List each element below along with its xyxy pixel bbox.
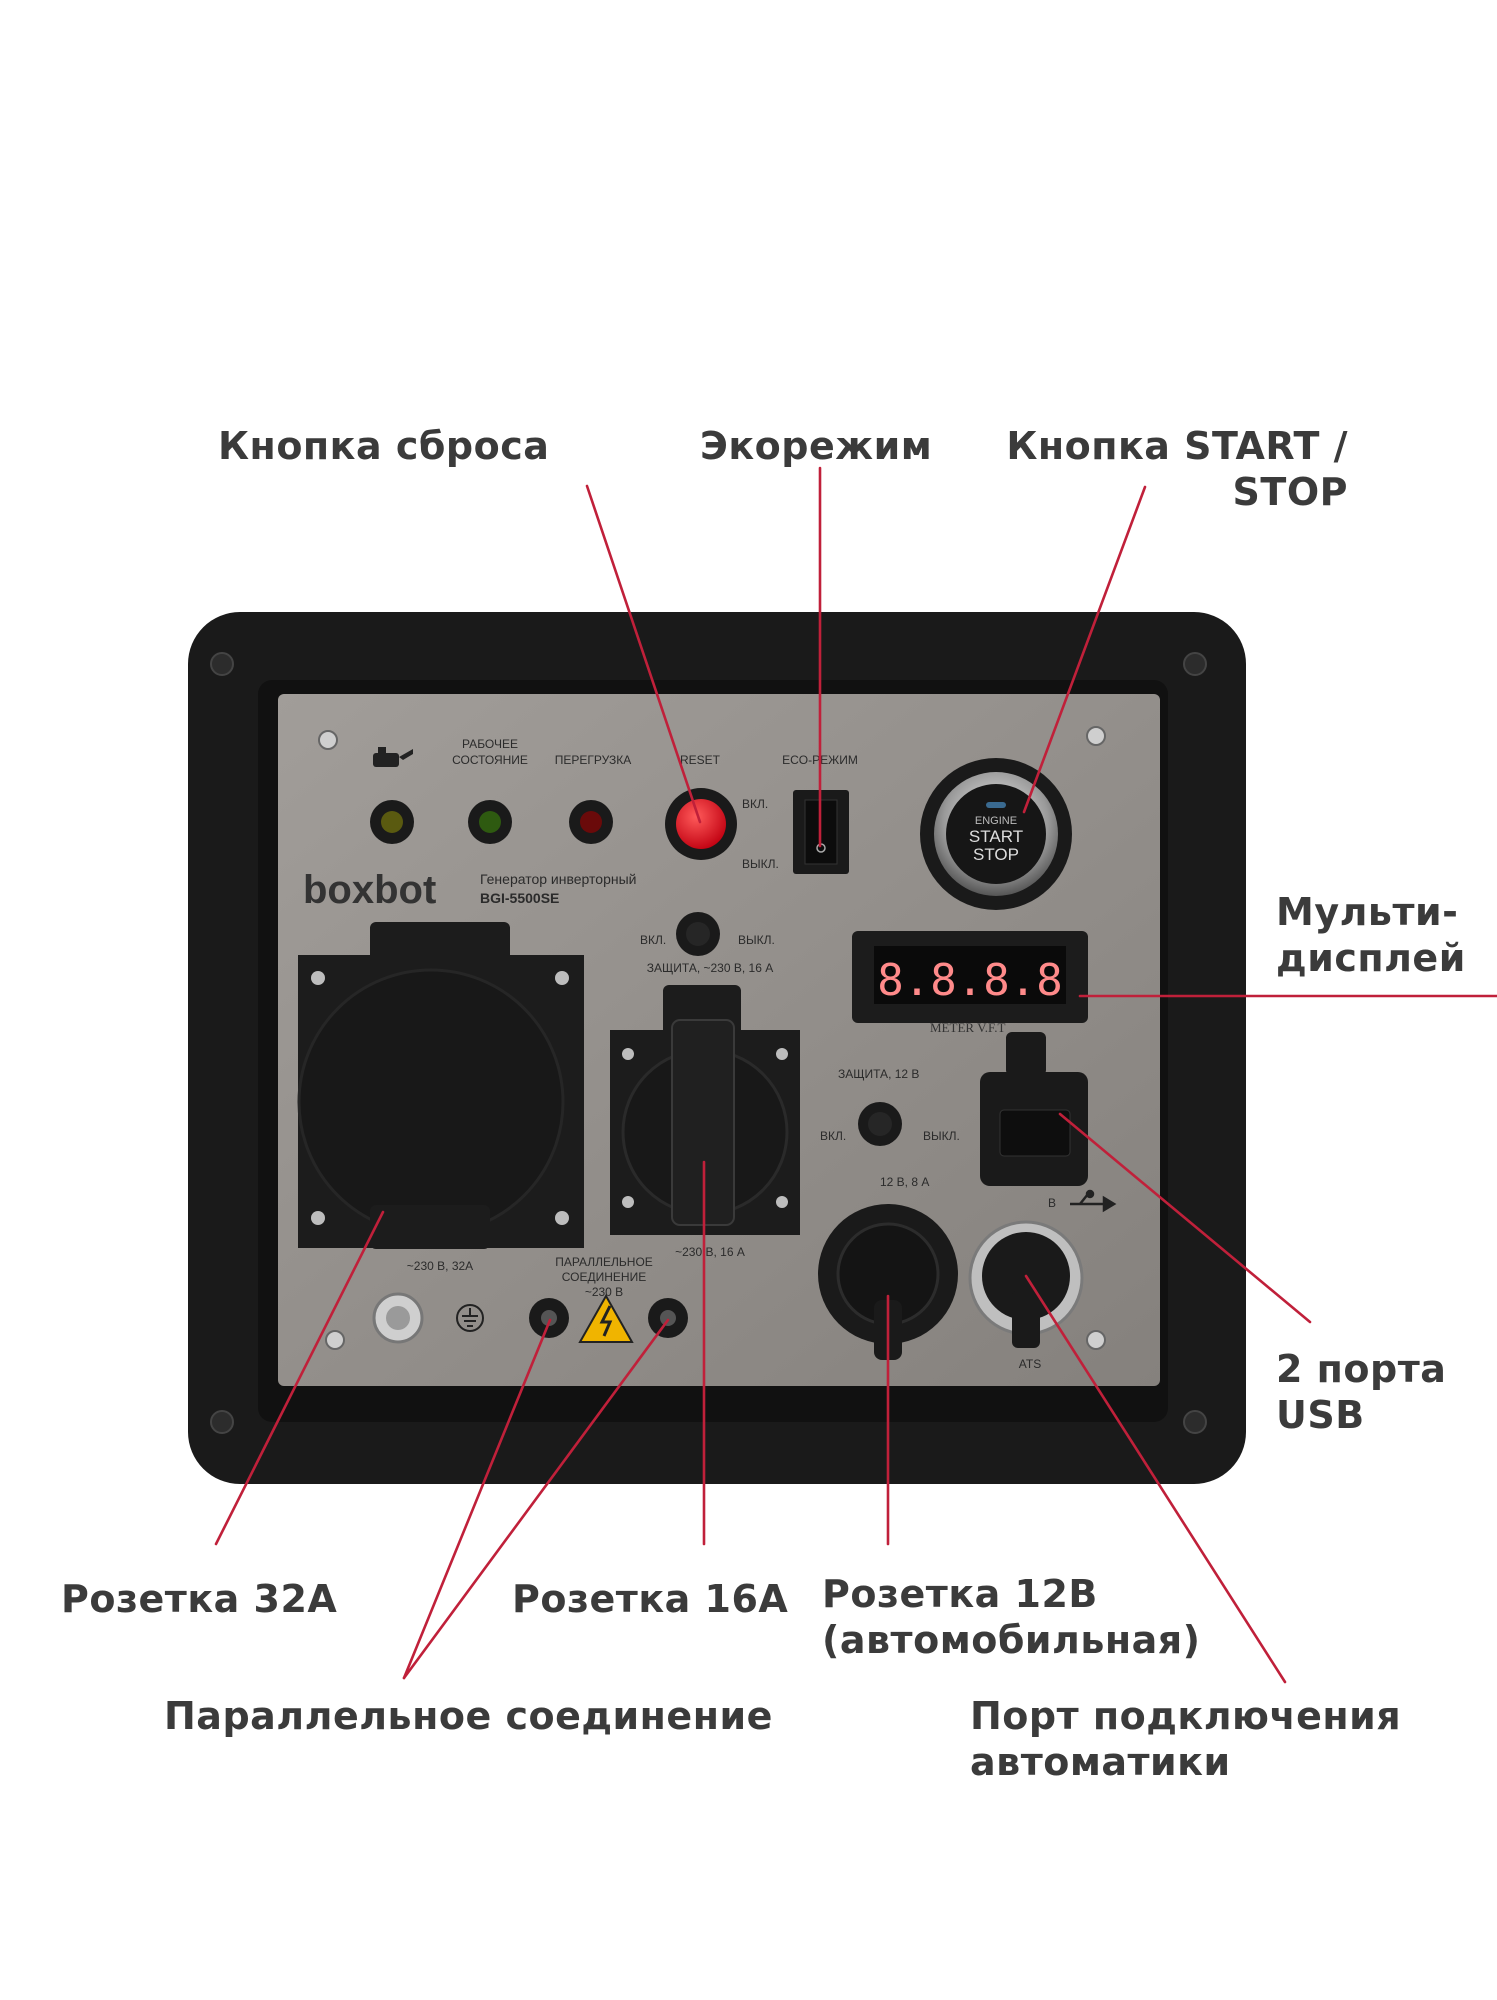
callout-usb-ports-line1: 2 порта [1276,1347,1447,1391]
ats-label: ATS [1019,1357,1041,1371]
model-line-2: BGI-5500SE [480,890,559,906]
eco-switch[interactable] [793,790,849,874]
socket-12v[interactable] [818,1204,958,1360]
breaker-12-off-label: ВЫКЛ. [923,1129,960,1143]
socket-16a-label: ~230 В, 16 А [675,1245,745,1259]
parallel-terminal-left[interactable] [529,1298,569,1338]
reset-label: RESET [680,753,721,767]
callout-usb-ports-line2: USB [1276,1393,1365,1437]
display-value: 8.8.8.8 [877,955,1062,1006]
oil-icon [373,747,413,767]
eco-on-label: ВКЛ. [742,797,768,811]
callout-usb-ports: 2 порта USB [1276,1346,1446,1438]
callout-automation-port: Порт подключения автоматики [970,1693,1401,1785]
breaker-12-label: ЗАЩИТА, 12 В [838,1067,919,1081]
breaker-230-label: ЗАЩИТА, ~230 В, 16 А [647,961,773,975]
ground-bolt[interactable] [372,1292,424,1344]
start-stop-button[interactable]: ENGINE START STOP [920,758,1072,910]
eco-off-label: ВЫКЛ. [742,857,779,871]
start-start-text: START [969,827,1023,846]
model-line-1: Генератор инверторный [480,871,636,887]
parallel-label-3: ~230 В [585,1285,623,1299]
breaker-off-label: ВЫКЛ. [738,933,775,947]
working-indicator [468,800,512,844]
callout-eco-mode: Экорежим [700,424,933,468]
working-label-1: РАБОЧЕЕ [462,737,518,751]
working-label-2: СОСТОЯНИЕ [452,753,528,767]
callout-reset-button: Кнопка сброса [218,424,550,468]
breaker-12-on-label: ВКЛ. [820,1129,846,1143]
start-stop-text: STOP [973,845,1019,864]
callout-socket-16a: Розетка 16А [512,1577,789,1621]
callout-multi-display-line1: Мульти- [1276,890,1459,934]
usb-ports[interactable] [980,1032,1088,1186]
callout-start-stop-line2: STOP [1232,470,1348,514]
overload-label: ПЕРЕГРУЗКА [555,753,631,767]
breaker-12-knob[interactable] [858,1102,902,1146]
start-engine-text: ENGINE [975,815,1017,827]
callout-automation-line1: Порт подключения [970,1694,1402,1738]
usb-label: В [1048,1196,1056,1210]
callout-socket-32a: Розетка 32А [61,1577,338,1621]
callout-start-stop: Кнопка START / STOP [1003,423,1348,515]
socket-32a[interactable] [297,922,584,1249]
callout-start-stop-line1: Кнопка START / [1006,424,1348,468]
callout-automation-line2: автоматики [970,1740,1231,1784]
eco-label: ECO-РЕЖИМ [782,753,858,767]
parallel-terminal-right[interactable] [648,1298,688,1338]
parallel-label-1: ПАРАЛЛЕЛЬНОЕ [555,1255,653,1269]
callout-parallel: Параллельное соединение [164,1694,773,1738]
overload-indicator [569,800,613,844]
reset-button[interactable] [665,788,737,860]
display-caption: METER V.F.T [930,1020,1005,1035]
oil-indicator [370,800,414,844]
callout-multi-display-line2: дисплей [1276,936,1466,980]
callout-socket-12v-line2: (автомобильная) [822,1618,1201,1662]
multi-display: 8.8.8.8 METER V.F.T [852,931,1088,1035]
breaker-on-label: ВКЛ. [640,933,666,947]
parallel-label-2: СОЕДИНЕНИЕ [562,1270,646,1284]
callout-socket-12v: Розетка 12В (автомобильная) [822,1571,1201,1663]
dc-label: 12 В, 8 А [880,1175,929,1189]
brand-logo: boxbot [303,868,436,912]
breaker-230-knob[interactable] [676,912,720,956]
callout-multi-display: Мульти- дисплей [1276,889,1466,981]
socket-32a-label: ~230 В, 32А [407,1259,473,1273]
callout-socket-12v-line1: Розетка 12В [822,1572,1098,1616]
